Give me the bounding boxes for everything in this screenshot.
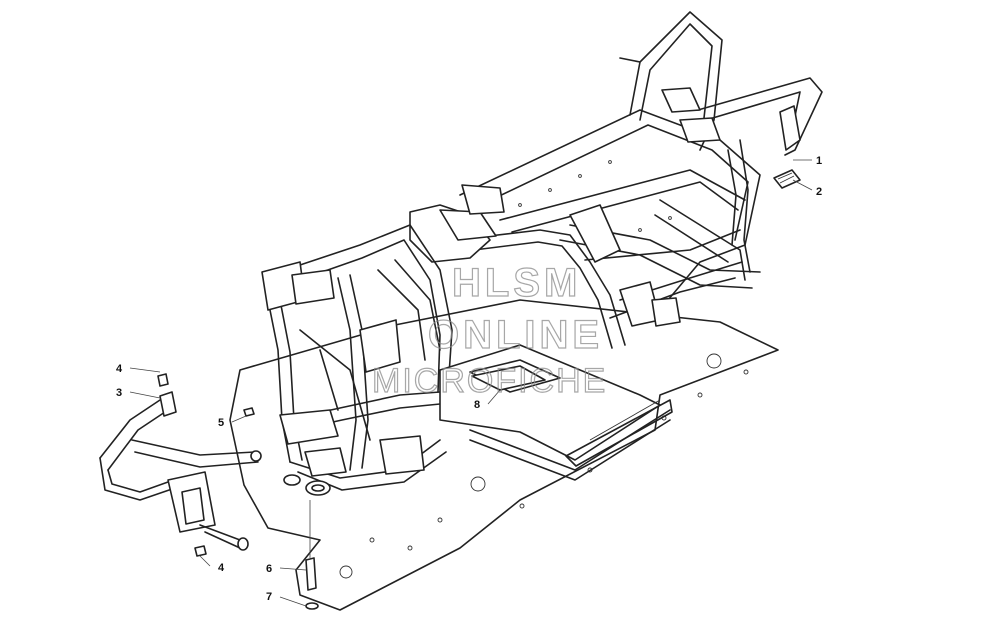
callout-1: 1 — [816, 155, 822, 167]
cushion-6 — [305, 557, 317, 591]
callout-6: 6 — [266, 563, 272, 575]
bolt-lower — [194, 545, 207, 557]
nut-5 — [243, 407, 255, 417]
leader-lines — [129, 159, 813, 607]
bolt-upper — [157, 373, 169, 387]
main-frame[interactable] — [261, 11, 823, 496]
front-bumper[interactable] — [99, 391, 262, 551]
watermark: HLSM ONLINE MICROFICHE — [371, 260, 607, 400]
callout-2: 2 — [816, 186, 822, 198]
screw-7 — [305, 602, 319, 610]
callout-7: 7 — [266, 591, 272, 603]
watermark-line2: ONLINE — [428, 313, 603, 357]
latch-1 — [779, 105, 801, 151]
callouts: 1 2 3 4 4 5 6 7 8 — [116, 155, 822, 603]
callout-5: 5 — [218, 417, 224, 429]
callout-8: 8 — [474, 399, 480, 411]
callout-3: 3 — [116, 387, 122, 399]
callout-4-lower: 4 — [218, 562, 225, 574]
watermark-line3: MICROFICHE — [372, 362, 607, 400]
callout-4-upper: 4 — [116, 363, 123, 375]
watermark-line1: HLSM — [452, 261, 581, 305]
